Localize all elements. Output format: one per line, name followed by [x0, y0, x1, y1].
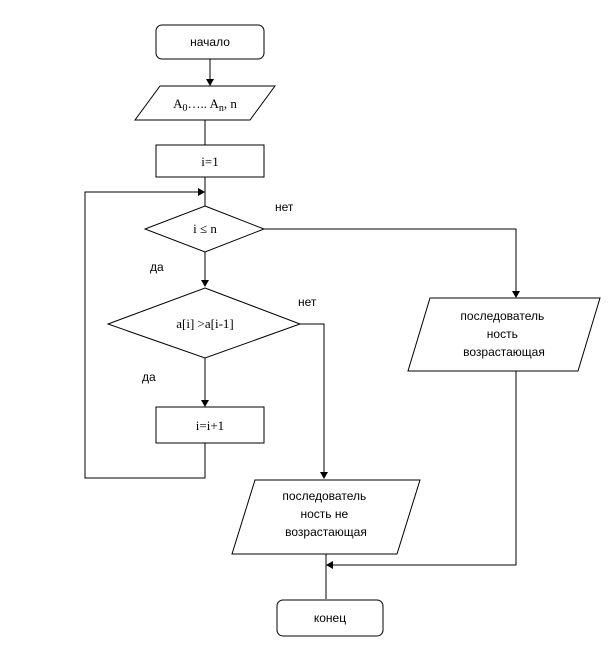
- edge-cond1-no: [264, 228, 517, 297]
- edge-cond2-no-arrow: [320, 472, 328, 479]
- init-label: i=1: [201, 154, 218, 169]
- cond2-yes-label: да: [142, 370, 156, 384]
- end-terminal: конец: [276, 599, 384, 637]
- edge-cond2-yes-arrow: [201, 400, 209, 407]
- condition-compare-label: a[i] >a[i-1]: [176, 316, 234, 331]
- connectors: [84, 59, 520, 599]
- output-increasing: последователь ность возрастающая: [407, 297, 601, 372]
- start-terminal: начало: [155, 24, 265, 60]
- output-increasing-label: последователь ность возрастающая: [460, 309, 547, 359]
- input-block-shape: [134, 85, 276, 121]
- cond1-no-label: нет: [275, 200, 294, 214]
- output-increasing-shape: [407, 297, 601, 372]
- end-label: конец: [314, 611, 346, 625]
- init-process-shape: [155, 144, 265, 178]
- input-block: A0….. An, n: [134, 85, 276, 121]
- increment-process: i=i+1: [155, 406, 265, 444]
- edge-merge-arrow: [326, 561, 333, 569]
- edge-loop-back-arrow: [198, 188, 205, 196]
- condition-loop-shape: [143, 205, 266, 253]
- init-process: i=1: [155, 144, 265, 178]
- cond1-yes-label: да: [150, 260, 164, 274]
- condition-compare-decision: a[i] >a[i-1]: [106, 287, 302, 359]
- increment-label: i=i+1: [196, 418, 224, 433]
- start-label: начало: [190, 35, 230, 49]
- edge-start-to-input-arrow: [206, 79, 214, 86]
- condition-loop-decision: i ≤ n: [143, 205, 266, 253]
- condition-loop-label: i ≤ n: [193, 221, 217, 236]
- edge-cond2-no: [300, 323, 325, 478]
- end-terminal-shape: [276, 599, 384, 637]
- output-not-increasing: последователь ность не возрастающая: [231, 479, 421, 555]
- condition-compare-shape: [106, 287, 302, 359]
- start-terminal-shape: [155, 24, 265, 60]
- output-not-increasing-label: последователь ность не возрастающая: [282, 489, 369, 539]
- edge-loop-back: [84, 191, 206, 479]
- cond2-no-label: нет: [298, 295, 317, 309]
- edge-cond1-yes-arrow: [201, 280, 209, 287]
- output-not-increasing-shape: [231, 479, 421, 555]
- edge-output-increasing-to-end: [326, 371, 517, 566]
- edge-cond1-no-arrow: [512, 291, 520, 298]
- input-label: A0….. An, n: [173, 96, 237, 114]
- increment-process-shape: [155, 406, 265, 444]
